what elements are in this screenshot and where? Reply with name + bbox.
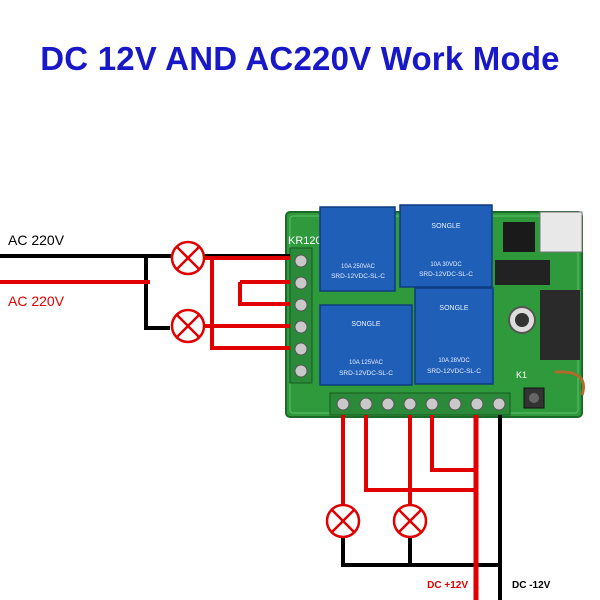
- ic-chip: [503, 222, 535, 252]
- relay-2-model: SRD-12VDC-SL-C: [419, 271, 473, 278]
- relay-4-brand: SONGLE: [439, 305, 469, 312]
- relay-1-model: SRD-12VDC-SL-C: [331, 273, 385, 280]
- diagram-title: DC 12V AND AC220V Work Mode: [40, 40, 560, 77]
- ac-black-label: AC 220V: [8, 232, 65, 248]
- relay-4: SONGLE 10A 28VDC SRD-12VDC-SL-C: [414, 287, 494, 385]
- relay-1-rating: 10A 250VAC: [341, 264, 376, 270]
- antenna-wire: [554, 370, 585, 396]
- ac-lamp-2: [170, 308, 206, 344]
- ac-red-label: AC 220V: [8, 293, 65, 309]
- ac-lamp-1: [170, 240, 206, 276]
- bottom-terminal-block: [329, 392, 511, 416]
- relay-2: SONGLE 10A 30VDC SRD-12VDC-SL-C: [399, 204, 493, 288]
- relay-3-rating: 10A 125VAC: [349, 360, 384, 366]
- rf-receiver: [540, 290, 580, 360]
- board-id-label: KR120: [288, 235, 322, 247]
- rf-module: [539, 211, 583, 253]
- relay-3: SONGLE 10A 125VAC SRD-12VDC-SL-C: [319, 304, 413, 386]
- relay-2-rating: 10A 30VDC: [430, 262, 462, 268]
- relay-4-model: SRD-12VDC-SL-C: [427, 368, 481, 375]
- ac-wiring: [0, 254, 290, 350]
- relay-4-rating: 10A 28VDC: [438, 358, 470, 364]
- ic-chip-2: [495, 260, 550, 285]
- button-label: K1: [516, 370, 527, 380]
- dc-lamp-1: [325, 503, 361, 539]
- relay-1: SRD-12VDC-SL-C 10A 250VAC: [319, 206, 396, 292]
- left-terminal-block: [289, 247, 313, 384]
- relay-board: KR120: [285, 204, 585, 418]
- dc-lamp-2: [392, 503, 428, 539]
- relay-3-brand: SONGLE: [351, 321, 381, 328]
- dc-negative-label: DC -12V: [512, 580, 551, 591]
- relay-3-model: SRD-12VDC-SL-C: [339, 370, 393, 377]
- dc-wiring: [341, 415, 502, 600]
- dc-positive-label: DC +12V: [427, 580, 468, 591]
- relay-2-brand: SONGLE: [431, 223, 461, 230]
